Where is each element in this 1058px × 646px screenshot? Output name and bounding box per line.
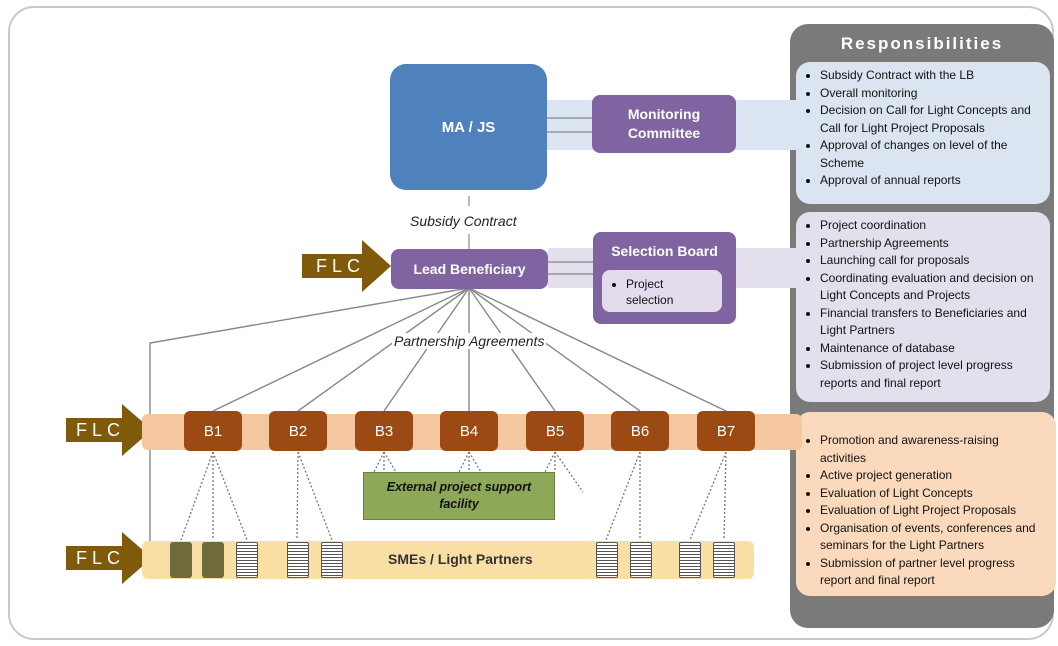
monitoring-committee-label: Monitoring Committee <box>627 106 701 141</box>
lead-beneficiary-label: Lead Beneficiary <box>413 260 526 277</box>
flc-label-lb: FLC <box>316 256 366 276</box>
beneficiary-b1: B1 <box>184 411 242 451</box>
sme-block <box>170 542 192 578</box>
sme-block <box>630 542 652 578</box>
resp-lb-item: Project coordination <box>820 217 1042 235</box>
resp-lb-item: Maintenance of database <box>820 340 1042 358</box>
resp-partner-item: Submission of partner level progress rep… <box>820 555 1048 590</box>
resp-partner-item: Evaluation of Light Project Proposals <box>820 502 1048 520</box>
flc-label-smes: FLC <box>76 548 126 568</box>
sme-label: SMEs / Light Partners <box>388 551 533 567</box>
sme-block <box>202 542 224 578</box>
ma-js-box: MA / JS <box>390 64 547 190</box>
ma-js-label: MA / JS <box>441 118 496 136</box>
flc-arrows <box>66 240 391 584</box>
resp-ma-item: Overall monitoring <box>820 85 1042 103</box>
resp-lb-item: Launching call for proposals <box>820 252 1042 270</box>
resp-lb-item: Partnership Agreements <box>820 235 1042 253</box>
beneficiary-b7: B7 <box>697 411 755 451</box>
resp-partner-item: Active project generation <box>820 467 1048 485</box>
beneficiary-b6: B6 <box>611 411 669 451</box>
responsibilities-lb-level: Project coordination Partnership Agreeme… <box>796 212 1050 402</box>
external-support-box: External project support facility <box>363 472 555 520</box>
sme-block <box>287 542 309 578</box>
resp-ma-item: Subsidy Contract with the LB <box>820 67 1042 85</box>
responsibilities-partner-level: Promotion and awareness-raising activiti… <box>796 412 1056 596</box>
selection-board-label: Selection Board <box>611 243 718 259</box>
resp-partner-item: Promotion and awareness-raising activiti… <box>820 432 1048 467</box>
sme-block <box>713 542 735 578</box>
beneficiary-b5: B5 <box>526 411 584 451</box>
sme-block <box>596 542 618 578</box>
beneficiary-b2: B2 <box>269 411 327 451</box>
selection-board-inner: Project selection <box>602 270 722 312</box>
sme-block <box>236 542 258 578</box>
sme-block <box>679 542 701 578</box>
resp-partner-item: Organisation of events, conferences and … <box>820 520 1048 555</box>
responsibilities-ma-level: Subsidy Contract with the LB Overall mon… <box>796 62 1050 204</box>
resp-lb-item: Financial transfers to Beneficiaries and… <box>820 305 1042 340</box>
resp-partner-item: Evaluation of Light Concepts <box>820 485 1048 503</box>
resp-ma-item: Approval of annual reports <box>820 172 1042 190</box>
external-support-label: External project support facility <box>386 480 532 511</box>
subsidy-contract-label: Subsidy Contract <box>410 213 517 229</box>
resp-ma-item: Approval of changes on level of the Sche… <box>820 137 1042 172</box>
responsibilities-title: Responsibilities <box>840 34 1004 53</box>
beneficiary-b3: B3 <box>355 411 413 451</box>
flc-label-beneficiaries: FLC <box>76 420 126 440</box>
beneficiary-b4: B4 <box>440 411 498 451</box>
sme-block <box>321 542 343 578</box>
selection-board-item: Project selection <box>626 276 696 308</box>
resp-lb-item: Coordinating evaluation and decision on … <box>820 270 1042 305</box>
monitoring-committee-box: Monitoring Committee <box>592 95 736 153</box>
resp-lb-item: Submission of project level progress rep… <box>820 357 1042 392</box>
resp-ma-item: Decision on Call for Light Concepts and … <box>820 102 1042 137</box>
partnership-agreements-label: Partnership Agreements <box>392 333 547 349</box>
lead-beneficiary-box: Lead Beneficiary <box>391 249 548 289</box>
